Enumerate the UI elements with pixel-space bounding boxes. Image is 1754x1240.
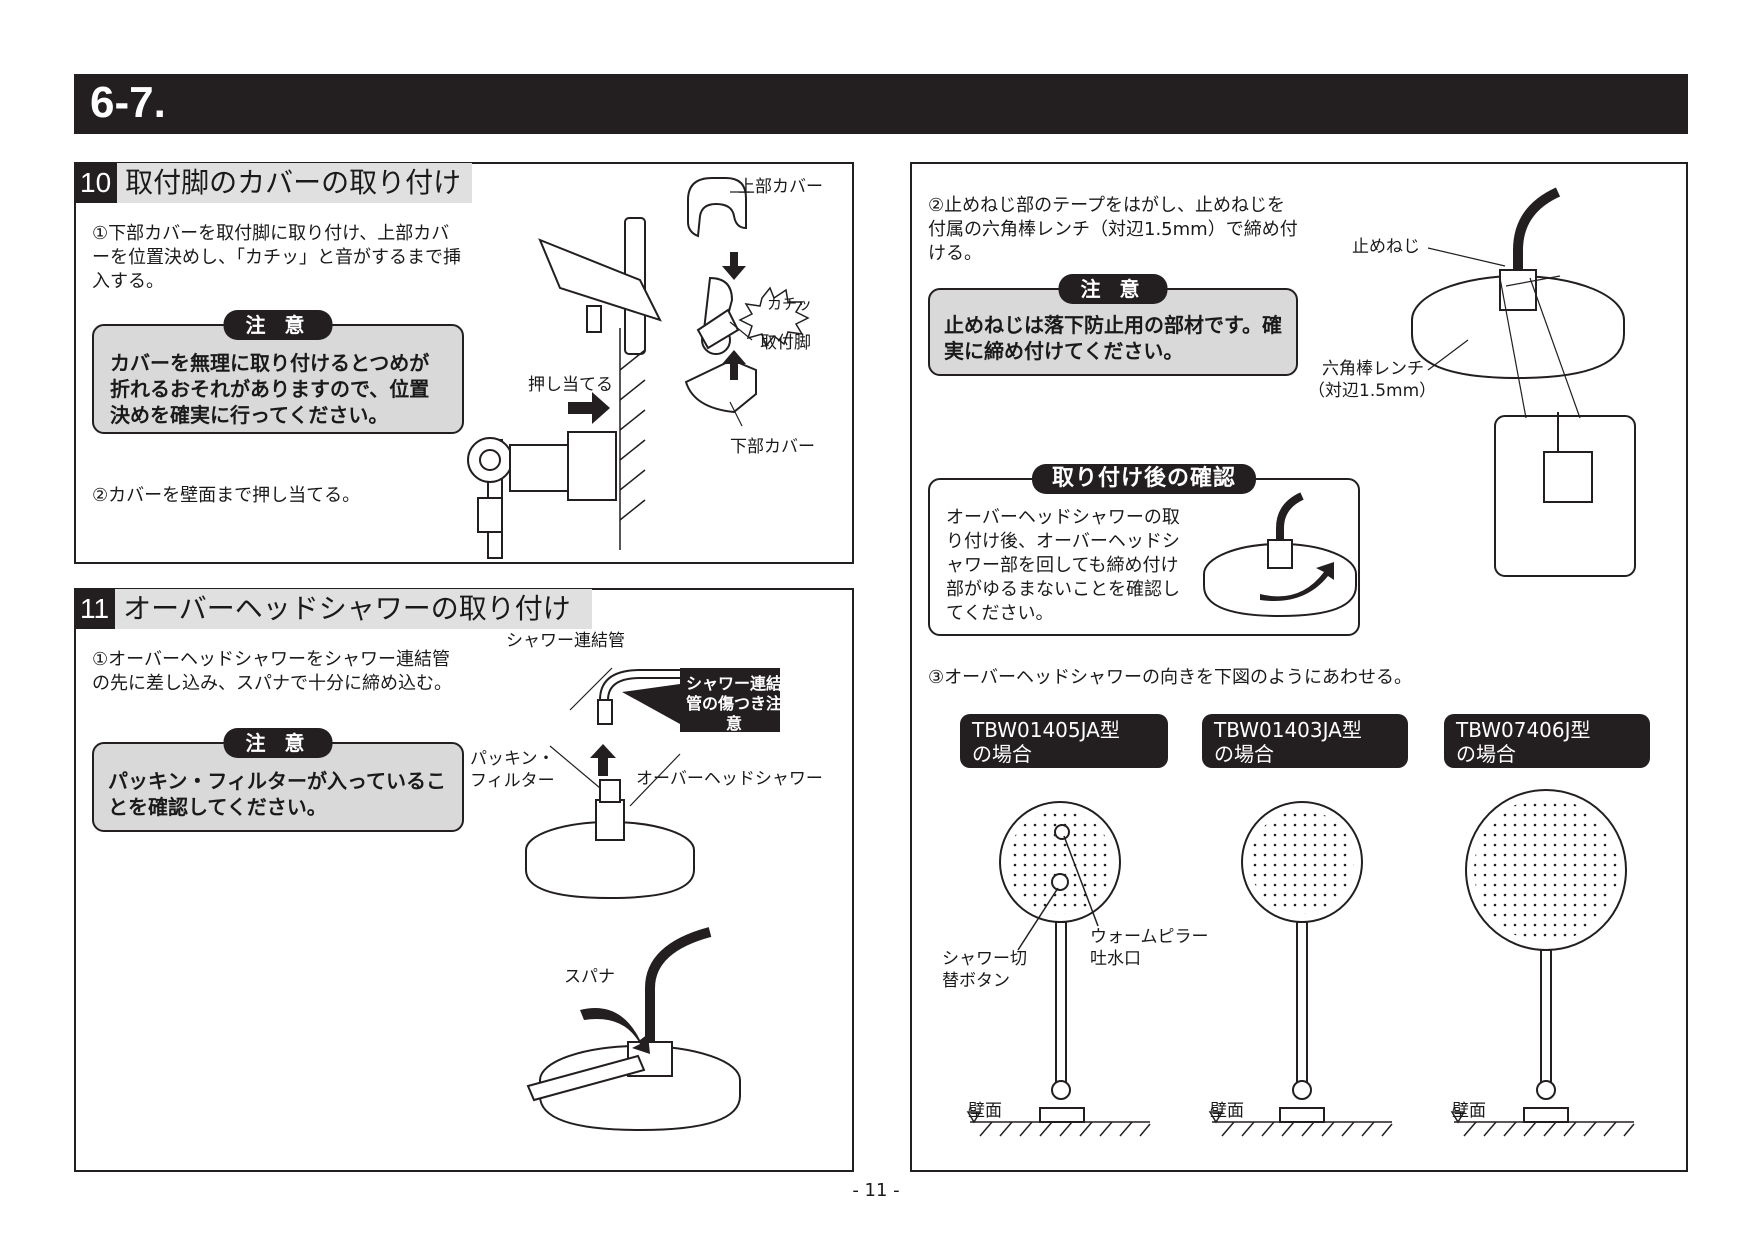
caution-label: 注 意 xyxy=(1058,274,1168,304)
caution-text: 止めねじは落下防止用の部材です。確実に締め付けてください。 xyxy=(944,313,1282,363)
wall-label-2: 壁面 xyxy=(1210,1101,1244,1121)
model-name: TBW01405JA型 xyxy=(972,718,1120,742)
model-name: TBW01403JA型 xyxy=(1214,718,1362,742)
header-bar xyxy=(74,74,1688,134)
right-caution: 注 意 止めねじは落下防止用の部材です。確実に締め付けてください。 xyxy=(928,274,1298,376)
caution-text: パッキン・フィルターが入っていることを確認してください。 xyxy=(108,769,446,819)
caution-text: カバーを無理に取り付けるとつめが折れるおそれがありますので、位置決めを確実に行っ… xyxy=(110,351,430,427)
overhead-label: オーバーヘッドシャワー xyxy=(636,769,823,789)
section-10-step1: ①下部カバーを取付脚に取り付け、上部カバーを位置決めし、「カチッ」と音がするまで… xyxy=(92,223,461,292)
section-10-caution: 注 意 カバーを無理に取り付けるとつめが折れるおそれがありますので、位置決めを確… xyxy=(92,310,464,434)
push-label: 押し当てる xyxy=(528,375,613,395)
upper-cover-label: 上部カバー xyxy=(738,177,823,197)
right-step3: ③オーバーヘッドシャワーの向きを下図のようにあわせる。 xyxy=(928,667,1412,688)
set-screw-illustration xyxy=(1411,187,1636,577)
hex-wrench-label: 六角棒レンチ xyxy=(1322,359,1424,379)
pipe-warning-label: シャワー連結管の傷つき注意 xyxy=(686,674,783,733)
wall-label-1: 壁面 xyxy=(968,1101,1002,1121)
shower-orientation-illustration xyxy=(966,789,1635,1137)
model-suffix: の場合 xyxy=(1456,742,1516,766)
model-badge-3: TBW07406J型 の場合 xyxy=(1444,714,1650,768)
section-10-number: 10 xyxy=(74,163,118,203)
right-step2: ②止めねじ部のテープをはがし、止めねじを付属の六角棒レンチ（対辺1.5mm）で締… xyxy=(928,195,1298,264)
switch-callout: シャワー切替ボタン xyxy=(942,949,1027,991)
caution-label: 注 意 xyxy=(223,310,333,340)
section-10-title-text: 取付脚のカバーの取り付け xyxy=(125,166,462,199)
section-11-caution: 注 意 パッキン・フィルターが入っていることを確認してください。 xyxy=(92,728,464,832)
click-label: カチッ xyxy=(767,295,813,313)
hex-size-label: （対辺1.5mm） xyxy=(1308,381,1437,401)
mount-leg-label: 取付脚 xyxy=(760,333,811,353)
mount-leg-illustration xyxy=(467,177,810,559)
model-badge-1: TBW01405JA型 の場合 xyxy=(960,714,1168,768)
wall-label-3: 壁面 xyxy=(1452,1101,1486,1121)
pipe-label: シャワー連結管 xyxy=(506,631,625,651)
model-suffix: の場合 xyxy=(1214,742,1274,766)
section-10-step2: ②カバーを壁面まで押し当てる。 xyxy=(92,485,361,506)
lower-cover-label: 下部カバー xyxy=(730,437,815,457)
overhead-install-illustration xyxy=(525,667,780,1132)
section-11-step1: ①オーバーヘッドシャワーをシャワー連結管の先に差し込み、スパナで十分に締め込む。 xyxy=(92,649,452,694)
right-panel xyxy=(910,162,1688,1172)
spanner-label: スパナ xyxy=(564,967,615,987)
check-text: オーバーヘッドシャワーの取り付け後、オーバーヘッドシャワー部を回しても締め付け部… xyxy=(946,507,1180,624)
section-number: 6-7. xyxy=(90,78,166,127)
set-screw-label: 止めねじ xyxy=(1352,237,1420,257)
check-title: 取り付け後の確認 xyxy=(1031,464,1257,494)
packing-label: パッキン・フィルター xyxy=(470,749,555,791)
page-number: - 11 - xyxy=(852,1180,900,1201)
model-name: TBW07406J型 xyxy=(1456,718,1591,742)
section-11-number: 11 xyxy=(74,589,116,629)
model-suffix: の場合 xyxy=(972,742,1032,766)
check-illustration xyxy=(1203,492,1357,618)
model-badge-2: TBW01403JA型 の場合 xyxy=(1202,714,1408,768)
caution-label: 注 意 xyxy=(223,728,333,758)
warm-callout: ウォームピラー吐水口 xyxy=(1090,927,1209,969)
section-11-title-text: オーバーヘッドシャワーの取り付け xyxy=(123,592,571,625)
